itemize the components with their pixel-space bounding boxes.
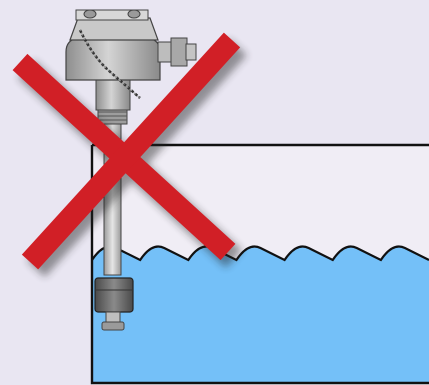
terminal-head-lid — [69, 17, 159, 41]
red-x-icon — [12, 32, 247, 278]
float-level-switch-icon — [65, 9, 197, 331]
float — [94, 277, 134, 313]
float-end-stop — [105, 311, 121, 323]
water-surface-waves — [91, 245, 429, 262]
cable-gland — [157, 37, 197, 67]
tank — [90, 143, 429, 385]
water — [92, 246, 429, 383]
sensor-neck — [95, 77, 131, 111]
